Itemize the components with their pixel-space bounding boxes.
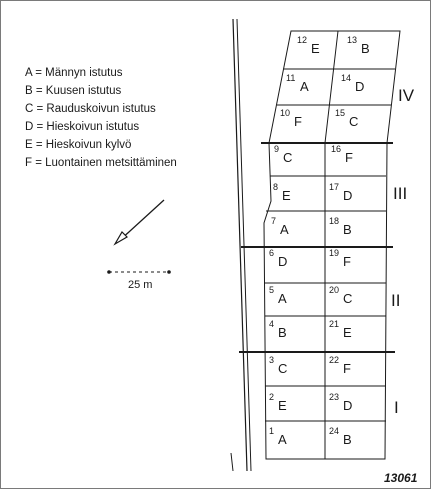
plot-number: 21 (329, 319, 339, 329)
plot-code: F (345, 150, 353, 165)
legend-item: B = Kuusen istutus (25, 85, 122, 97)
plot-code: B (278, 325, 287, 340)
plot-code: F (343, 361, 351, 376)
plot-grid (263, 30, 401, 460)
plot-number: 18 (329, 216, 339, 226)
plot-code: E (343, 325, 352, 340)
legend: A = Männyn istutus B = Kuusen istutus C … (25, 64, 177, 172)
plot-number: 4 (269, 319, 274, 329)
plot-code: F (343, 254, 351, 269)
plot-labels: 1A2E3C4B5A6D7A8E9C10F11A12E13B14D15C16F1… (269, 35, 370, 447)
plot-code: B (343, 432, 352, 447)
plot-code: E (278, 398, 287, 413)
scale-label: 25 m (128, 279, 152, 291)
zone-label: III (393, 184, 407, 203)
plot: 3C (269, 355, 287, 376)
plot-code: C (278, 361, 287, 376)
plot: 2E (269, 392, 287, 413)
plot-number: 7 (271, 216, 276, 226)
zone-label: I (394, 398, 399, 417)
plot-code: D (343, 398, 352, 413)
plot-code: C (283, 150, 292, 165)
plot-code: D (278, 254, 287, 269)
plot-code: F (294, 114, 302, 129)
north-arrow-icon (113, 199, 165, 246)
scale-bar: 25 m (107, 270, 171, 291)
plot: 17D (329, 182, 352, 203)
plot-code: B (361, 41, 370, 56)
plot: 4B (269, 319, 287, 340)
plot-number: 1 (269, 426, 274, 436)
plot-number: 17 (329, 182, 339, 192)
plot-number: 15 (335, 108, 345, 118)
plot-number: 9 (274, 144, 279, 154)
plot: 19F (329, 248, 351, 269)
plot-number: 19 (329, 248, 339, 258)
plot-code: A (278, 432, 287, 447)
legend-item: E = Hieskoivun kylvö (25, 139, 132, 151)
legend-item: F = Luontainen metsittäminen (25, 157, 177, 169)
plot: 18B (329, 216, 352, 237)
zone-label: II (391, 291, 400, 310)
plot: 16F (331, 144, 353, 165)
plot: 15C (335, 108, 358, 129)
plot-code: D (343, 188, 352, 203)
plot: 23D (329, 392, 352, 413)
plot-code: B (343, 222, 352, 237)
plot-code: A (300, 79, 309, 94)
plot-number: 23 (329, 392, 339, 402)
plot: 21E (329, 319, 352, 340)
zone-dividers (239, 142, 395, 353)
plot-number: 11 (286, 73, 295, 83)
plot: 6D (269, 248, 287, 269)
plot: 11A (286, 73, 309, 94)
plot-number: 5 (269, 285, 274, 295)
legend-item: D = Hieskoivun istutus (25, 121, 140, 133)
plot-number: 10 (280, 108, 290, 118)
road (230, 18, 252, 472)
plot: 12E (297, 35, 320, 56)
plot-number: 6 (269, 248, 274, 258)
plot-code: C (343, 291, 352, 306)
plot-number: 3 (269, 355, 274, 365)
plot: 9C (274, 144, 292, 165)
plot: 22F (329, 355, 351, 376)
plot: 7A (271, 216, 289, 237)
plot-number: 12 (297, 35, 307, 45)
plot-number: 2 (269, 392, 274, 402)
plot-number: 13 (347, 35, 357, 45)
plot: 5A (269, 285, 287, 306)
plot: 1A (269, 426, 287, 447)
legend-item: A = Männyn istutus (25, 67, 123, 79)
zone-label: IV (398, 86, 415, 105)
plot-code: E (311, 41, 320, 56)
plot-number: 14 (341, 73, 351, 83)
plot: 10F (280, 108, 302, 129)
plot-code: A (278, 291, 287, 306)
plot: 14D (341, 73, 364, 94)
plot-number: 24 (329, 426, 339, 436)
plot-number: 22 (329, 355, 339, 365)
plot: 20C (329, 285, 352, 306)
legend-item: C = Rauduskoivun istutus (25, 103, 156, 115)
plot: 13B (347, 35, 370, 56)
plot-number: 20 (329, 285, 339, 295)
plot-code: E (282, 188, 291, 203)
figure-number: 13061 (384, 471, 418, 485)
plot-number: 8 (273, 182, 278, 192)
plot-number: 16 (331, 144, 341, 154)
plot-code: C (349, 114, 358, 129)
plot-code: D (355, 79, 364, 94)
plot: 8E (273, 182, 291, 203)
plot: 24B (329, 426, 352, 447)
plot-code: A (280, 222, 289, 237)
